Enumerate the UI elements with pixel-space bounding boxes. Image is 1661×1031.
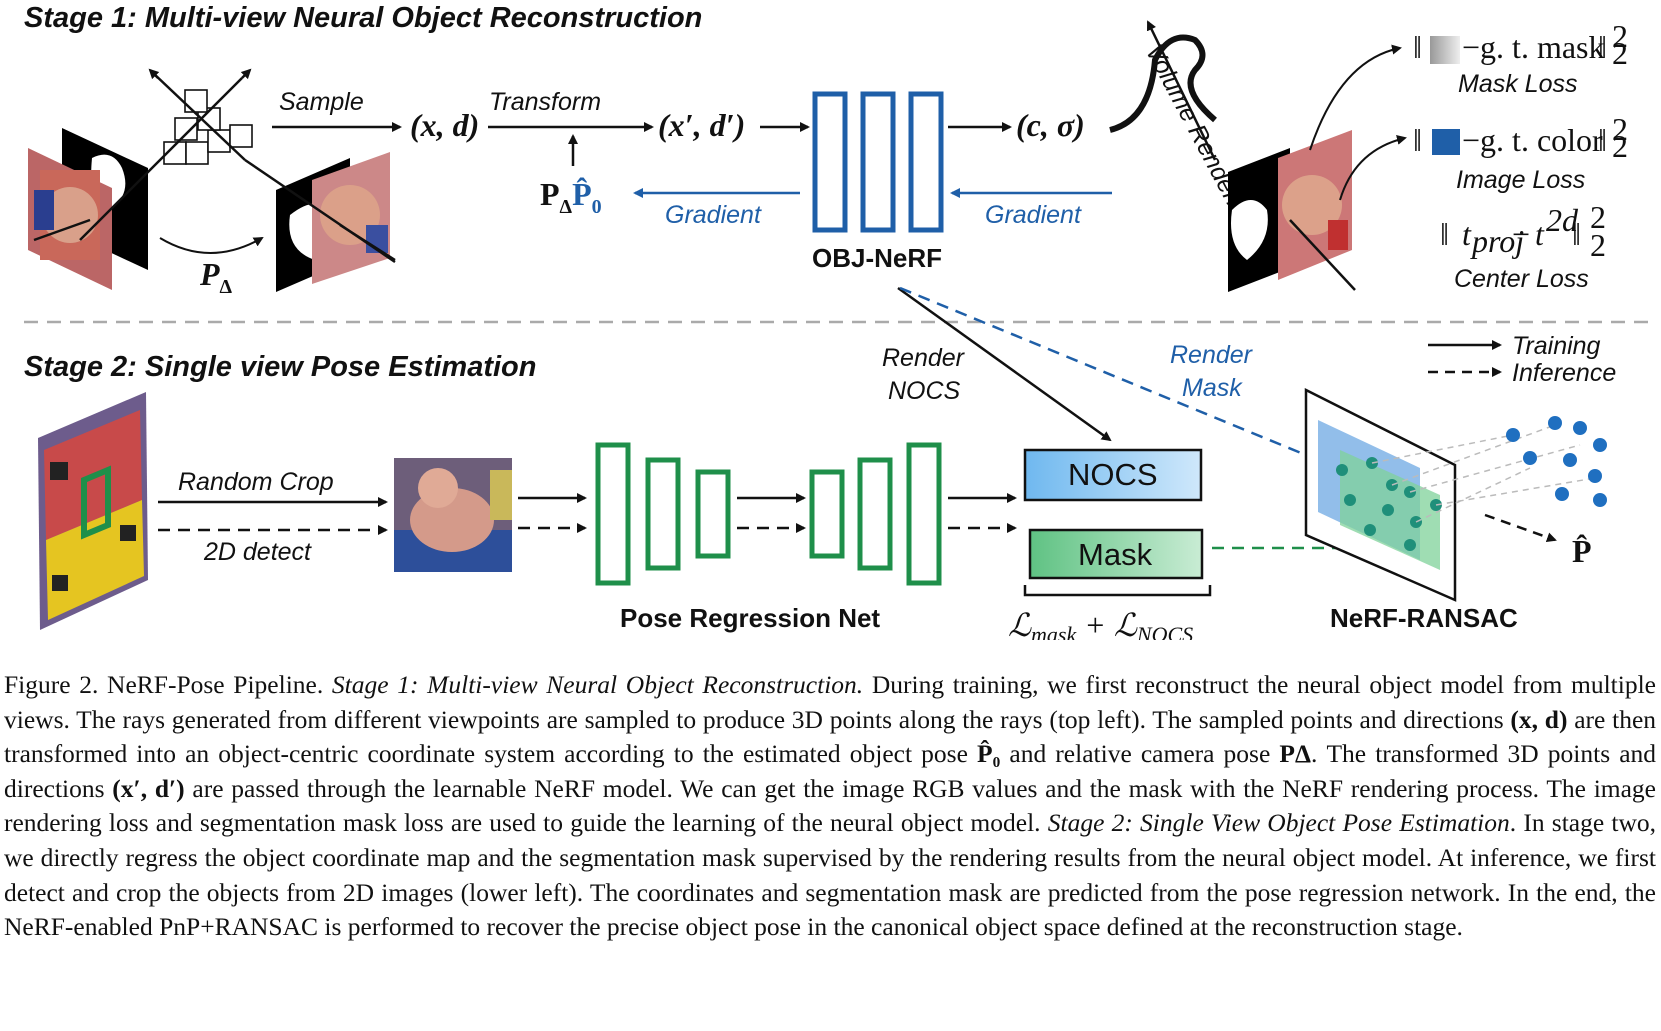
svg-text:2: 2: [1612, 18, 1628, 54]
legend-training-label: Training: [1512, 332, 1601, 360]
pipeline-figure: Stage 1: Multi-view Neural Object Recons…: [24, 2, 1655, 640]
pose-estimate-label: PΔP̂0: [540, 176, 602, 218]
objnerf-network-block: [812, 91, 944, 233]
svg-text:‖: ‖: [1572, 216, 1581, 252]
render-nocs-arrow: [897, 286, 1112, 442]
caption-text-2: are then transformed into an object-cent…: [4, 704, 1657, 769]
svg-text:−: −: [1512, 216, 1530, 252]
svg-text:t: t: [1535, 216, 1545, 252]
caption-figure-number: Figure 2. NeRF-Pose Pipeline.: [4, 670, 324, 699]
svg-text:t: t: [1462, 216, 1472, 252]
sample-label: Sample: [279, 88, 364, 116]
voxel-cubes-icon: [79, 71, 396, 264]
nerf-ransac-plane: [1304, 387, 1607, 602]
caption-text-4: . The transformed 3D points and directio…: [4, 739, 1657, 803]
input-views-image: [28, 128, 396, 292]
c-sigma-label: (c, σ): [1016, 107, 1085, 143]
render-mask-label-1: Render: [1170, 341, 1254, 369]
caption-text-6: . In stage two, we directly regress the …: [4, 808, 1656, 942]
svg-text:2: 2: [1612, 35, 1628, 71]
svg-text:2: 2: [1590, 199, 1606, 235]
figure-caption: Figure 2. NeRF-Pose Pipeline. Stage 1: M…: [4, 668, 1656, 945]
legend-inference-label: Inference: [1512, 359, 1616, 387]
render-mask-label-2: Mask: [1182, 374, 1243, 402]
pose-regression-net-block: [595, 442, 942, 586]
gradient-right-label: Gradient: [985, 201, 1082, 229]
image-loss-label: Image Loss: [1456, 166, 1585, 194]
svg-text:2d: 2d: [1546, 202, 1579, 238]
objnerf-label: OBJ-NeRF: [812, 243, 942, 273]
render-nocs-label-1: Render: [882, 344, 966, 372]
caption-p0: P̂₀: [977, 739, 1001, 769]
pose-output-label: P̂: [1572, 533, 1592, 569]
cropped-object-image: [394, 458, 512, 572]
svg-text:‖: ‖: [1598, 29, 1607, 65]
svg-text:‖: ‖: [1440, 216, 1449, 252]
nocs-box: [1023, 448, 1203, 502]
transform-label: Transform: [489, 88, 601, 116]
svg-text:2: 2: [1612, 128, 1628, 164]
mask-loss-label: Mask Loss: [1458, 70, 1577, 98]
svg-text:proj: proj: [1470, 223, 1524, 259]
caption-text-5: are passed through the learnable NeRF mo…: [4, 773, 1656, 838]
center-loss-label: Center Loss: [1454, 265, 1589, 293]
volume-rendering-curve: [1109, 34, 1217, 133]
random-crop-label: Random Crop: [178, 468, 334, 496]
center-loss: ‖ t proj − t 2d ‖ 2 2 Center Loss: [1440, 199, 1606, 293]
loss-label: ℒmask + ℒNOCS: [1008, 607, 1193, 640]
detect-2d-label: 2D detect: [203, 538, 312, 566]
pose-output-arrow: [1484, 513, 1557, 543]
mask-box: [1028, 528, 1204, 580]
caption-xd: (x, d): [1510, 704, 1568, 734]
svg-text:−g. t. mask: −g. t. mask: [1462, 29, 1604, 65]
caption-pdelta: PΔ: [1279, 739, 1311, 769]
svg-text:2: 2: [1612, 111, 1628, 147]
svg-text:‖: ‖: [1413, 122, 1422, 158]
svg-text:2: 2: [1590, 227, 1606, 263]
gradient-left-label: Gradient: [665, 201, 762, 229]
render-nocs-label-2: NOCS: [888, 377, 961, 405]
pose-net-label: Pose Regression Net: [620, 603, 880, 633]
mask-loss: ‖ −g. t. mask ‖ 2 2 Mask Loss: [1413, 18, 1628, 98]
render-mask-arrow: [899, 286, 1320, 462]
caption-text-1: During training, we first reconstruct th…: [4, 670, 1657, 734]
caption-stage1: Stage 1: Multi-view Neural Object Recons…: [331, 670, 864, 699]
svg-text:‖: ‖: [1413, 29, 1422, 65]
p-delta-label: PΔ: [199, 256, 233, 298]
mask-label: Mask: [1078, 537, 1153, 572]
caption-text-3: and relative camera pose: [1009, 739, 1271, 769]
scene-image: [38, 392, 148, 630]
svg-text:‖: ‖: [1598, 122, 1607, 158]
caption-xdp: (x′, d′): [112, 773, 185, 803]
nocs-label: NOCS: [1068, 457, 1158, 492]
image-loss: ‖ −g. t. color ‖ 2 2 Image Loss: [1413, 111, 1628, 194]
stage1-title: Stage 1: Multi-view Neural Object Recons…: [24, 2, 702, 34]
xd-label: (x, d): [410, 107, 479, 143]
svg-text:−g. t. color: −g. t. color: [1462, 122, 1603, 158]
nerf-ransac-label: NeRF-RANSAC: [1330, 603, 1518, 633]
rendered-view-image: [1228, 130, 1356, 292]
caption-stage2: Stage 2: Single View Object Pose Estimat…: [1047, 808, 1510, 838]
xd-prime-label: (x′, d′): [658, 107, 745, 143]
loss-brace: [1023, 585, 1212, 597]
stage2-title: Stage 2: Single view Pose Estimation: [24, 351, 536, 383]
